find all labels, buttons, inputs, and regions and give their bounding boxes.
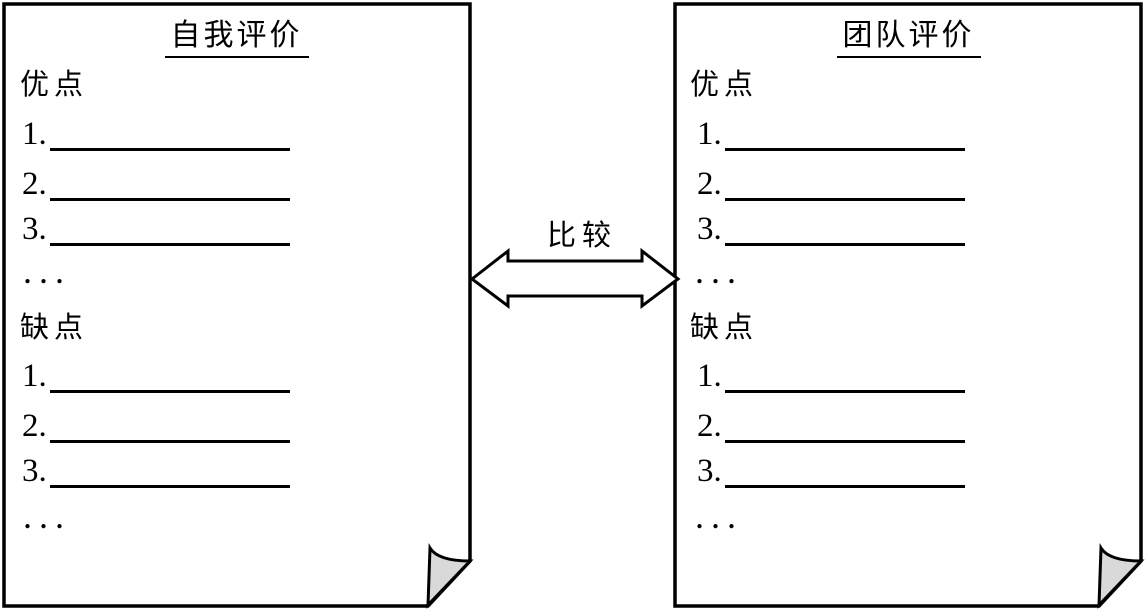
item-number: 3. (697, 211, 722, 247)
fill-in-line (725, 115, 965, 151)
blank-line-item: 2. (697, 167, 965, 201)
fill-in-line (725, 165, 965, 201)
section-heading-strengths: 优点 (690, 69, 759, 101)
item-number: 1. (22, 116, 47, 152)
fill-in-line (50, 452, 290, 488)
compare-arrow-label: 比较 (547, 220, 618, 252)
self-evaluation-paper: 自我评价 优点 1. 2. 3. ... 缺点 1. 2. 3. ... (3, 3, 470, 607)
blank-line-item: 1. (22, 359, 290, 393)
fill-in-line (725, 357, 965, 393)
item-number: 3. (697, 453, 722, 489)
fill-in-line (725, 452, 965, 488)
item-number: 3. (22, 453, 47, 489)
page-title: 自我评价 (164, 19, 309, 58)
fill-in-line (50, 210, 290, 246)
blank-line-item: 2. (22, 409, 290, 443)
blank-line-item: 3. (22, 212, 290, 246)
paper-title-wrap: 自我评价 (3, 19, 470, 58)
fill-in-line (725, 210, 965, 246)
fill-in-line (50, 407, 290, 443)
item-number: 3. (22, 211, 47, 247)
blank-line-item: 3. (697, 212, 965, 246)
ellipsis-more-items: ... (695, 496, 743, 536)
fill-in-line (50, 115, 290, 151)
blank-line-item: 2. (697, 409, 965, 443)
page-title: 团队评价 (836, 19, 981, 58)
item-number: 2. (697, 408, 722, 444)
blank-line-item: 1. (697, 359, 965, 393)
ellipsis-more-items: ... (23, 496, 71, 536)
fill-in-line (50, 357, 290, 393)
item-number: 2. (697, 166, 722, 202)
fill-in-line (725, 407, 965, 443)
blank-line-item: 1. (22, 117, 290, 151)
ellipsis-more-items: ... (23, 251, 71, 291)
item-number: 1. (697, 358, 722, 394)
item-number: 2. (22, 408, 47, 444)
double-arrow-icon (469, 247, 681, 309)
section-heading-strengths: 优点 (20, 69, 89, 101)
paper-left-fold-corner (426, 542, 474, 609)
item-number: 2. (22, 166, 47, 202)
paper-right-fold-corner (1097, 542, 1145, 609)
paper-title-wrap: 团队评价 (675, 19, 1142, 58)
blank-line-item: 2. (22, 167, 290, 201)
section-heading-weaknesses: 缺点 (20, 312, 89, 344)
item-number: 1. (697, 116, 722, 152)
blank-line-item: 3. (22, 454, 290, 488)
fill-in-line (50, 165, 290, 201)
item-number: 1. (22, 358, 47, 394)
blank-line-item: 1. (697, 117, 965, 151)
team-evaluation-paper: 团队评价 优点 1. 2. 3. ... 缺点 1. 2. 3. ... (675, 3, 1142, 607)
blank-line-item: 3. (697, 454, 965, 488)
section-heading-weaknesses: 缺点 (690, 312, 759, 344)
ellipsis-more-items: ... (695, 251, 743, 291)
